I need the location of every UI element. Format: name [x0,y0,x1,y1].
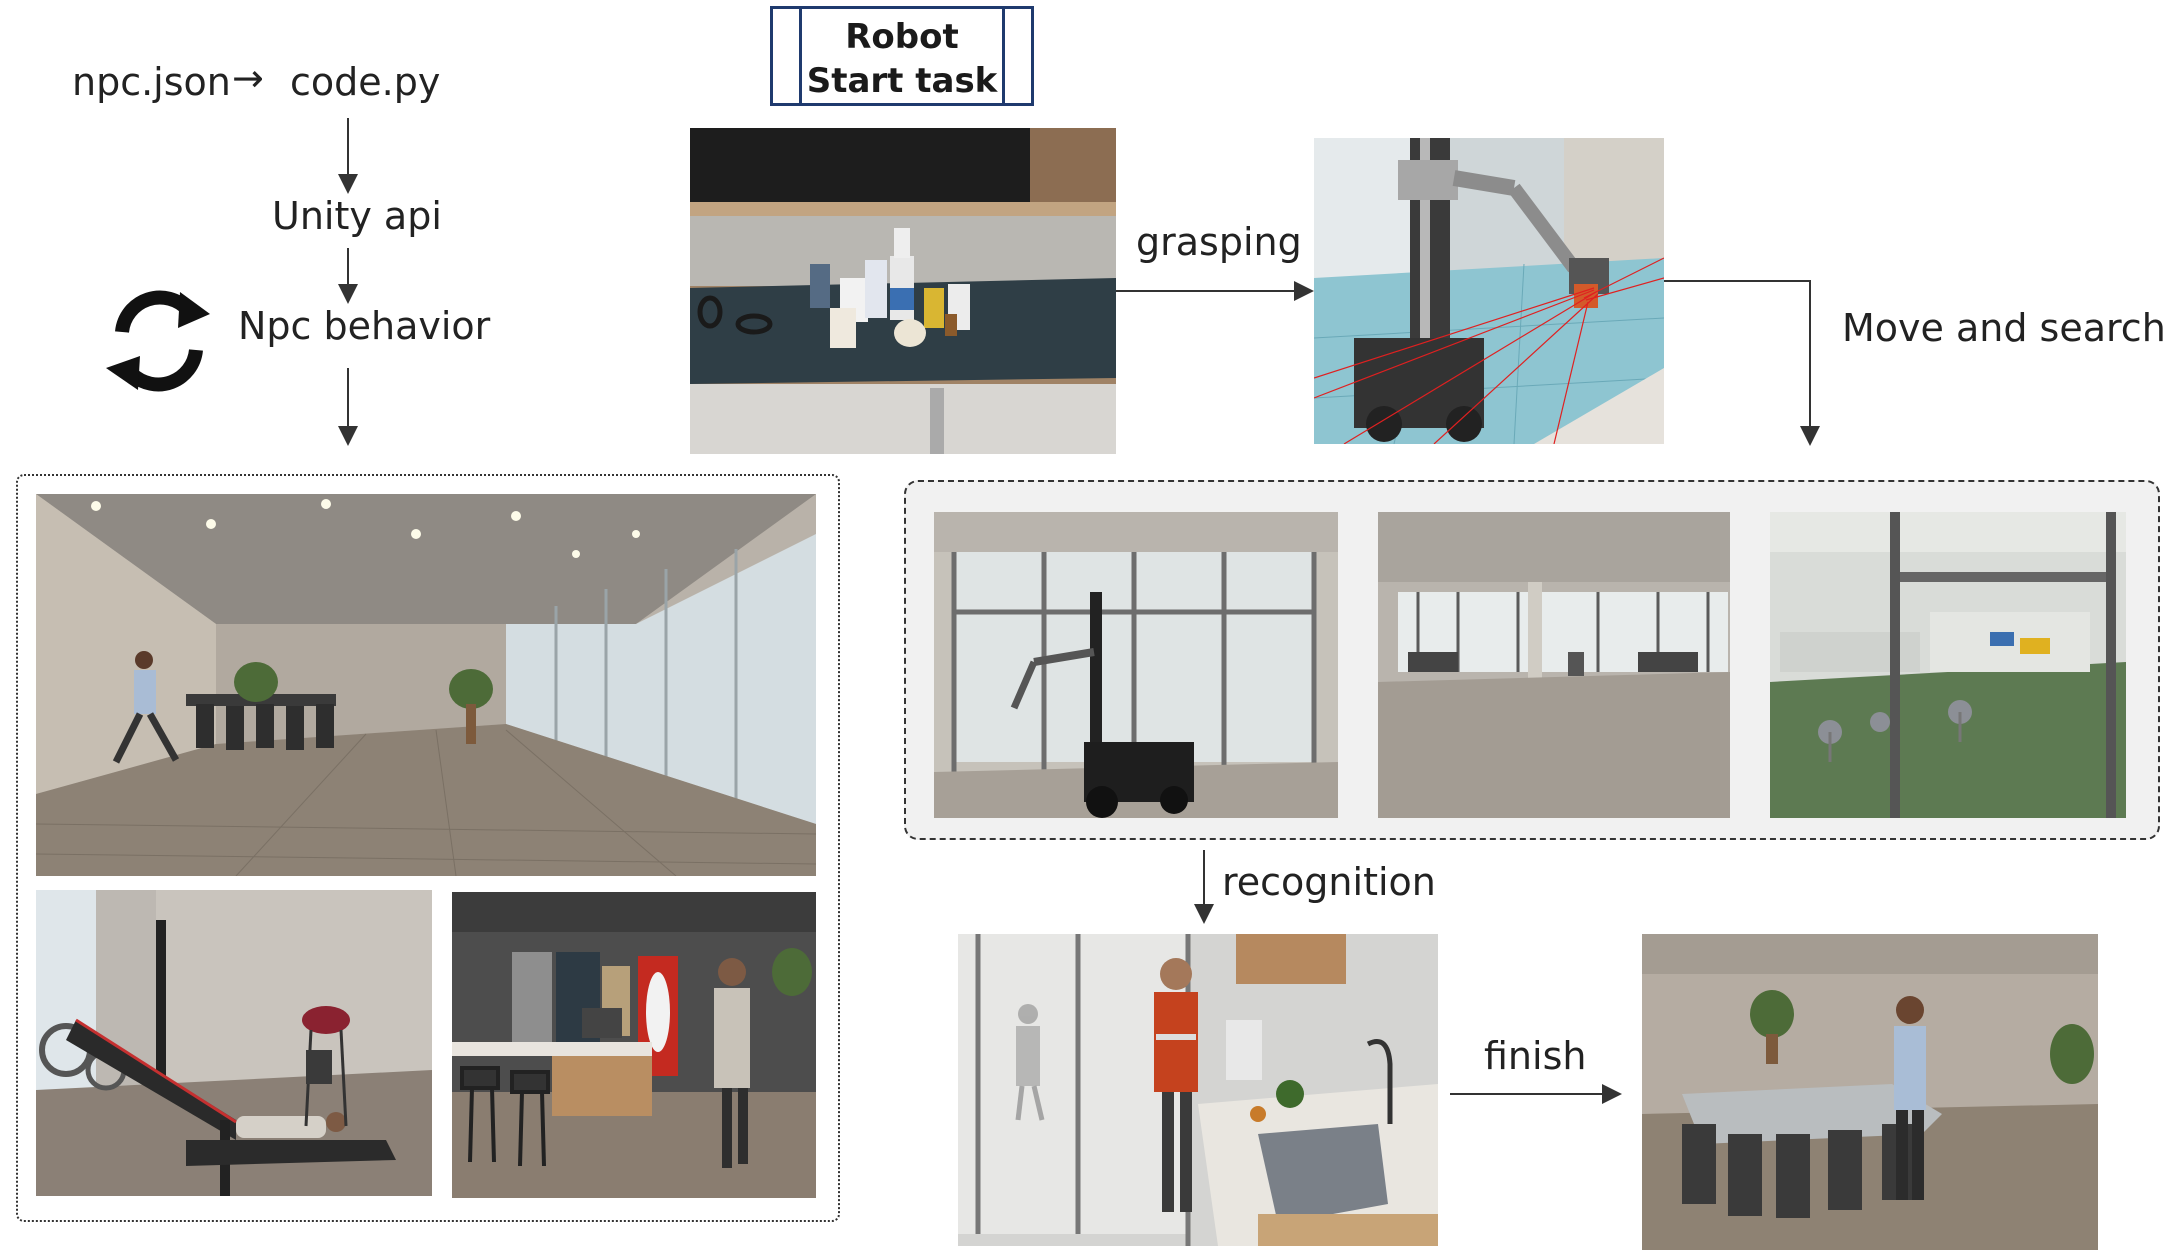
finish-meeting-scene [1642,934,2098,1250]
box-right-bar [1002,9,1005,103]
move-search-label: Move and search [1842,306,2166,350]
background-walker [1015,1004,1045,1121]
arrow-move-search [1664,280,1820,446]
worker-npc [1154,958,1198,1212]
standing-npc [1894,996,1926,1200]
start-task-title: Start task [806,61,998,101]
laboratory-scene [1770,512,2126,818]
arrow-right-icon: → [232,56,264,100]
source-file-label: npc.json [72,60,231,104]
grasping-label: grasping [1136,220,1302,264]
code-file-label: code.py [290,60,441,104]
bottles-shelf-scene [690,128,1116,454]
npc-scenes-panel [16,474,840,1222]
box-left-bar [799,9,802,103]
robot-title: Robot [845,17,959,57]
walking-npc [112,651,180,764]
recognition-kitchen-scene [958,934,1438,1246]
open-office-scene [1378,512,1730,818]
robot-moving-scene [934,512,1338,818]
recognition-label: recognition [1222,860,1436,904]
gym-scene [36,890,432,1196]
robot-grasping-scene [1314,138,1664,444]
robot-start-task-box: Robot Start task [770,6,1034,106]
unity-api-label: Unity api [272,194,442,238]
finish-label: finish [1484,1034,1587,1078]
kitchen-npc [714,958,750,1168]
kitchen-lounge-scene [452,892,816,1198]
npc-behavior-label: Npc behavior [238,304,491,348]
office-hall-scene [36,494,816,876]
cycle-arrows-icon [92,270,222,410]
